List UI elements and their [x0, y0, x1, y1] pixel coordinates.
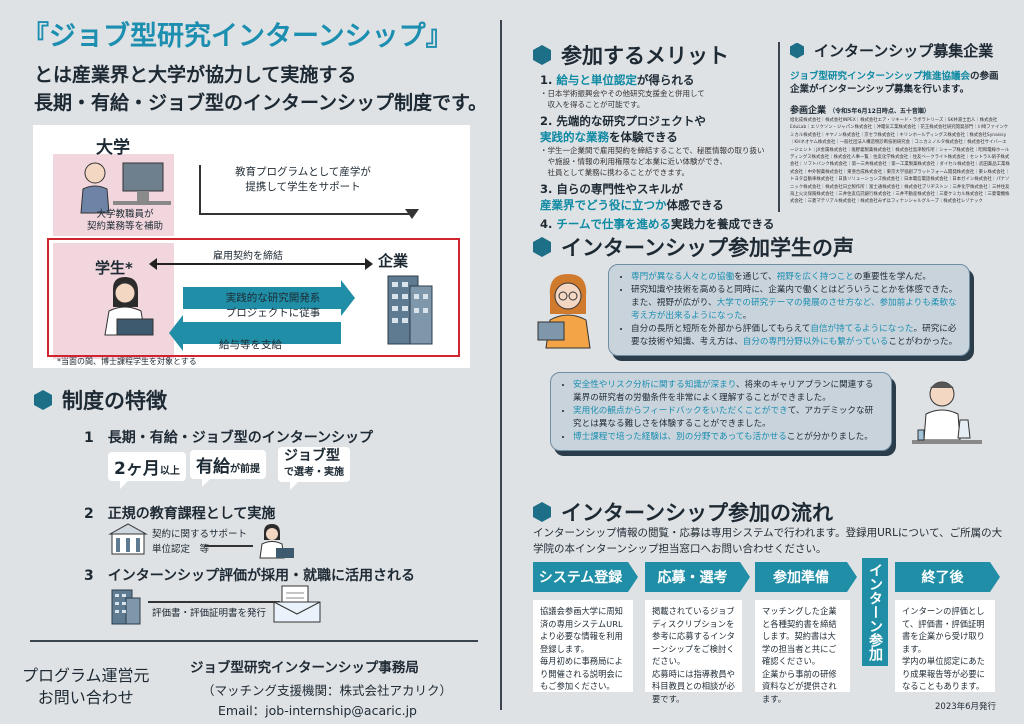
flow-heading: インターンシップ参加の流れ	[533, 497, 833, 527]
arrow-left-icon	[149, 258, 157, 270]
features-heading: 制度の特徴	[34, 385, 167, 415]
project-text: 実践的な研究開発系 プロジェクトに従事	[225, 292, 321, 319]
step-1-body: 協議会参画大学に周知済の専用システムURLより必要な情報を利用登録します。 毎月…	[533, 600, 633, 692]
university-building-icon	[108, 523, 148, 555]
staff-illustration	[80, 162, 171, 214]
divider	[778, 42, 780, 212]
step-2-body: 掲載されているジョブディスクリプションを参考に応募するインターンシップをご検討く…	[645, 600, 742, 704]
badge-job: ジョブ型で選考・実施	[278, 447, 350, 490]
merit-1-detail: ・日本学術振興会やその他研究支援金と併用して 収入を得ることが可能です。	[540, 89, 705, 109]
merit-2: 2. 先端的な研究プロジェクトや 実践的な業務を体験できる	[540, 114, 706, 144]
arrow-right-icon	[365, 258, 373, 270]
column-divider	[500, 20, 502, 710]
merit-4: 4. チームで仕事を進める実践力を養成できる	[540, 217, 775, 231]
contract-text: 雇用契約を締結	[213, 251, 283, 262]
system-diagram: 大学 大学教職員が 契約業務等を補助 教育プログラムとして産学が 提携して学生を…	[33, 125, 470, 368]
companies-list-title: 参画企業 （令和5年6月12日時点、五十音順）	[790, 106, 930, 116]
researcher-illustration	[912, 381, 982, 444]
support-text: 契約に関するサポート 単位認定 等	[152, 529, 248, 555]
divider	[30, 640, 478, 642]
internship-vertical-label: インターン参加	[862, 558, 888, 666]
voice-item: 専門が異なる人々との協働を通じて、視野を広く持つことの重要性を学んだ。	[631, 271, 959, 284]
building-icon	[387, 275, 433, 345]
companies-intro: ジョブ型研究インターンシップ推進協議会の参画企業がインターンシップ募集を行います…	[790, 71, 999, 95]
contact-email[interactable]: Email：job-internship@acaric.jp	[218, 703, 417, 718]
office-name: ジョブ型研究インターンシップ事務局	[190, 660, 419, 676]
company-label: 企業	[378, 252, 409, 270]
salary-arrow	[169, 315, 341, 351]
flow-intro: インターンシップ情報の閲覧・応募は専用システムで行われます。登録用URLについて…	[533, 527, 1003, 555]
step-4-body: インターンの評価として、評価書・評価証明書を企業から受け取ります。 学内の単位認…	[895, 600, 995, 692]
step-3-header: 参加準備	[755, 562, 857, 592]
subtitle-line-1: とは産業界と大学が協力して実施する	[34, 64, 357, 86]
hexagon-icon	[34, 390, 52, 410]
subtitle-line-2: 長期・有給・ジョブ型のインターンシップ制度です。	[34, 92, 488, 114]
student-laptop-icon	[259, 524, 294, 559]
connector-line	[199, 165, 201, 213]
voices-heading: インターンシップ参加学生の声	[533, 232, 854, 262]
feature-1: 1 長期・有給・ジョブ型のインターンシップ	[84, 430, 374, 446]
step-1-header: システム登録	[533, 562, 638, 592]
merits-list: 1. 給与と単位認定が得られる ・日本学術振興会やその他研究支援金と併用して 収…	[540, 72, 775, 232]
main-title: 『ジョブ型研究インターンシップ』	[22, 21, 453, 52]
contact-label: プログラム運営元 お問い合わせ	[22, 666, 150, 707]
hexagon-icon	[533, 237, 551, 257]
salary-text: 給与等を支給	[219, 339, 282, 351]
merit-3: 3. 自らの専門性やスキルが 産業界でどう役に立つか体感できる	[540, 182, 724, 212]
footnote: *当面の間、博士課程学生を対象とする	[57, 357, 197, 366]
document-mail-icon	[273, 585, 321, 623]
office-sub: （マッチング支援機関：株式会社アカリク）	[202, 683, 453, 698]
connector-line	[148, 601, 280, 603]
university-label: 大学	[96, 138, 130, 158]
feature-2: 2 正規の教育課程として実施	[84, 506, 276, 522]
step-2-header: 応募・選考	[645, 562, 750, 592]
arrow-head-icon	[405, 209, 419, 219]
step-3-body: マッチングした企業と各種契約書を締結します。契約書は大学の担当者と共にご確認くだ…	[755, 600, 850, 704]
hexagon-icon	[533, 45, 551, 65]
companies-list: 旭化成株式会社｜株式会社INPEX｜株式会社エア・リキード・ラボラトリーズ｜SK…	[790, 118, 1010, 205]
company-building-icon	[111, 589, 141, 625]
badge-paid: 有給が前提	[190, 450, 266, 487]
voice-item: 自分の長所と短所を外部から評価してもらえて自信が持てるようになった。研究に必要な…	[631, 323, 959, 349]
voice-item: 実用化の観点からフィードバックをいただくことができて、アカデミックな研究とは異な…	[573, 405, 881, 431]
badge-duration: 2ヶ月以上	[108, 452, 186, 489]
merit-2-detail: ・学生一企業間で雇用契約を締結することで、秘匿情報の取り扱い や施設・情報の利用…	[540, 146, 765, 177]
hexagon-icon	[790, 42, 804, 59]
project-arrow	[183, 280, 355, 316]
hexagon-icon	[533, 502, 551, 522]
connector-line	[205, 545, 253, 547]
step-4-header: 終了後	[895, 562, 1000, 592]
voice-box-2: 安全性やリスク分析に関する知識が深まり、将来のキャリアプランに関連する業界の研究…	[550, 372, 892, 451]
voice-box-1: 専門が異なる人々との協働を通じて、視野を広く持つことの重要性を学んだ。研究知識や…	[608, 264, 970, 356]
connector-line	[199, 213, 409, 215]
merits-heading: 参加するメリット	[533, 40, 729, 70]
companies-heading: インターンシップ募集企業	[790, 40, 993, 61]
issue-date: 2023年6月発行	[935, 702, 997, 712]
student-woman-illustration	[537, 274, 591, 349]
eval-text: 評価書・評価証明書を発行	[152, 608, 267, 619]
employment-frame	[47, 238, 460, 357]
feature-3: 3 インターンシップ評価が採用・就職に活用される	[84, 568, 416, 584]
student-label: 学生*	[95, 259, 133, 277]
merit-1: 1. 給与と単位認定が得られる	[540, 73, 695, 87]
student-illustration	[104, 277, 154, 336]
voice-item: 安全性やリスク分析に関する知識が深まり、将来のキャリアプランに関連する業界の研究…	[573, 379, 881, 405]
staff-label: 大学教職員が 契約業務等を補助	[86, 209, 163, 232]
voice-item: 博士課程で培った経験は、別の分野であっても活かせることが分かりました。	[573, 431, 881, 444]
education-text: 教育プログラムとして産学が 提携して学生をサポート	[235, 166, 371, 193]
contract-arrow	[155, 263, 365, 265]
voice-item: 研究知識や技術を高めると同時に、企業内で働くとはどういうことかを体感できた。また…	[631, 284, 959, 323]
